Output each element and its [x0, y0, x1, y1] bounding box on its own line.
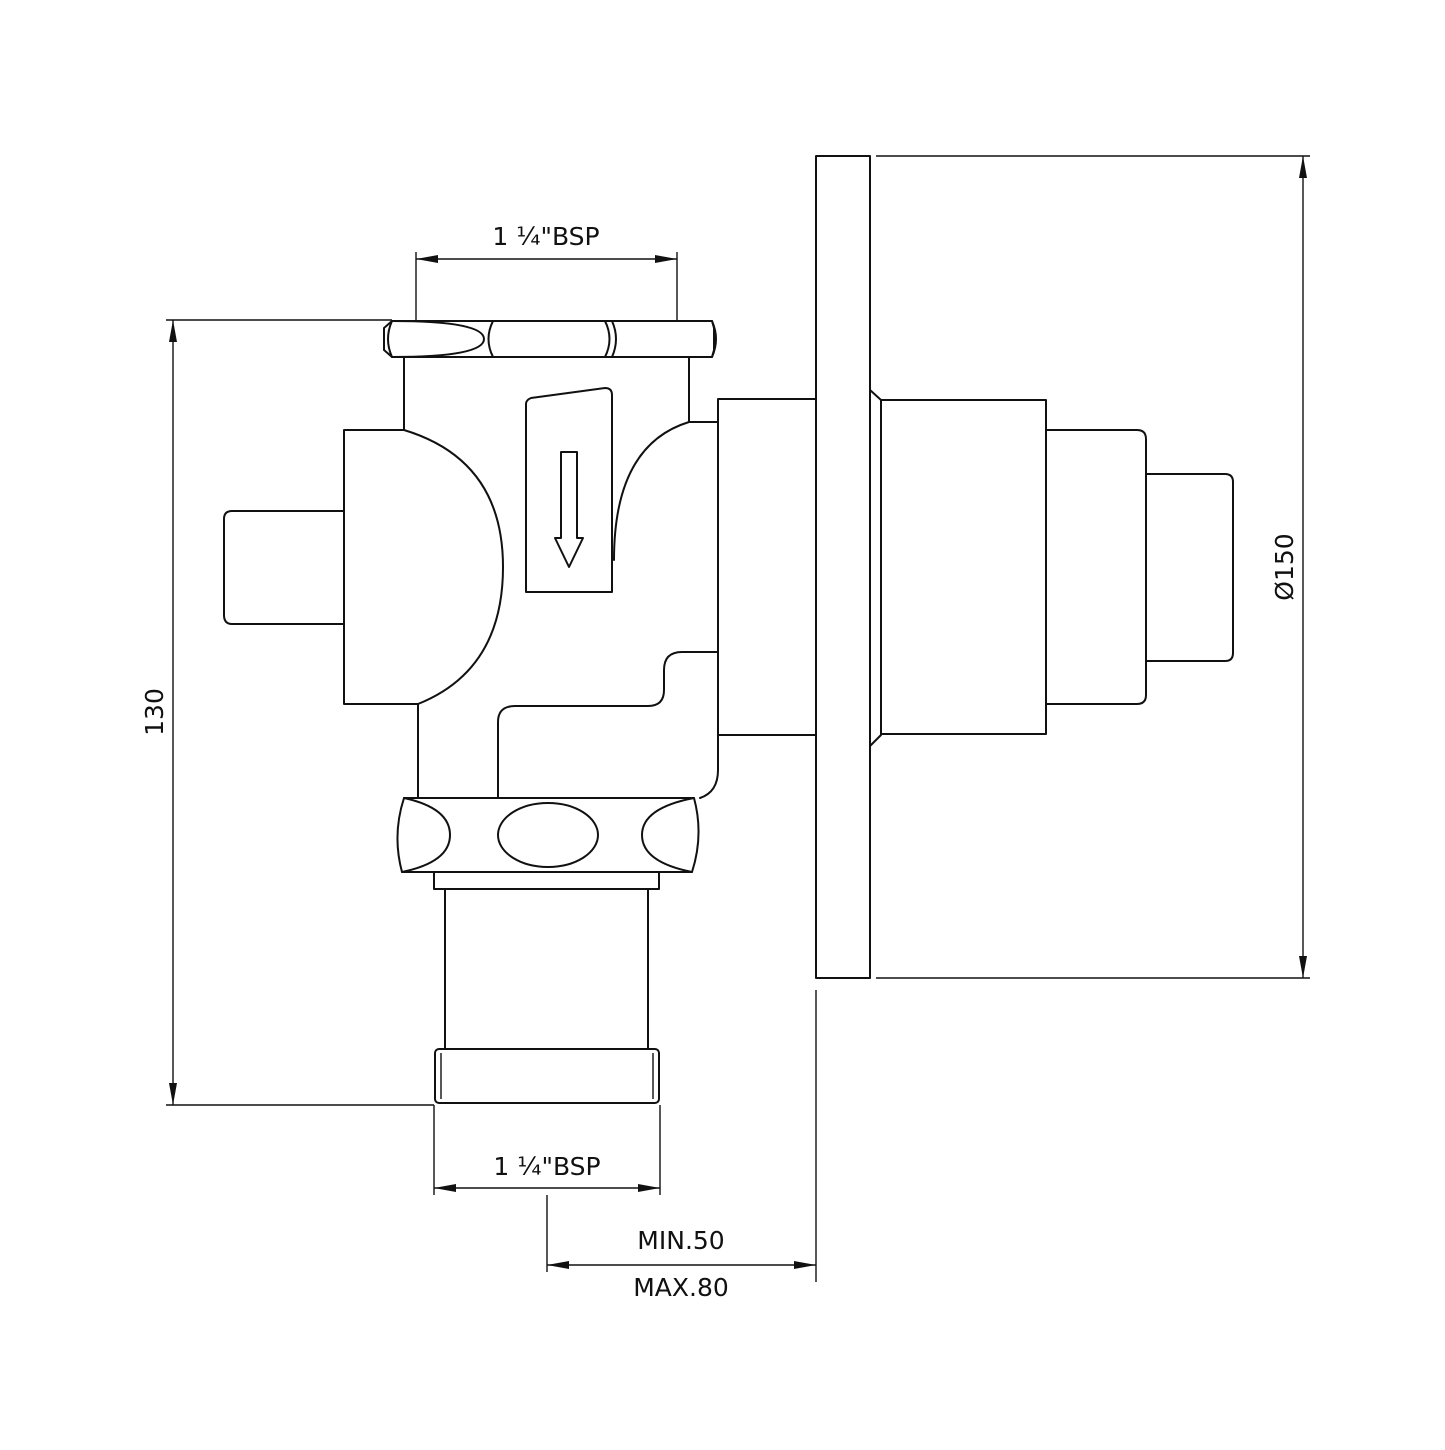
valve-body: [343, 356, 719, 799]
dim-wall-depth: MIN.50 MAX.80: [546, 990, 817, 1302]
diameter-label: Ø150: [1270, 533, 1299, 600]
side-cap: [223, 510, 345, 625]
push-button: [869, 389, 1234, 747]
depth-max-label: MAX.80: [633, 1273, 729, 1302]
depth-min-label: MIN.50: [637, 1226, 724, 1255]
top-thread-label: 1 ¼"BSP: [492, 222, 599, 251]
dim-bottom-thread: 1 ¼"BSP: [433, 1105, 661, 1195]
dim-plate-diameter: Ø150: [876, 155, 1310, 979]
top-hex-nut: [383, 320, 717, 358]
valve-housing: [717, 398, 817, 736]
height-label: 130: [140, 688, 169, 736]
bottom-thread-label: 1 ¼"BSP: [493, 1152, 600, 1181]
dim-height: 130: [140, 319, 434, 1106]
outlet-pipe: [433, 871, 660, 1104]
down-arrow-icon: [554, 451, 584, 568]
wall-plate: [815, 155, 871, 979]
flow-direction-window: [525, 387, 613, 593]
dim-top-thread: 1 ¼"BSP: [415, 222, 678, 321]
union-nut: [396, 797, 700, 873]
